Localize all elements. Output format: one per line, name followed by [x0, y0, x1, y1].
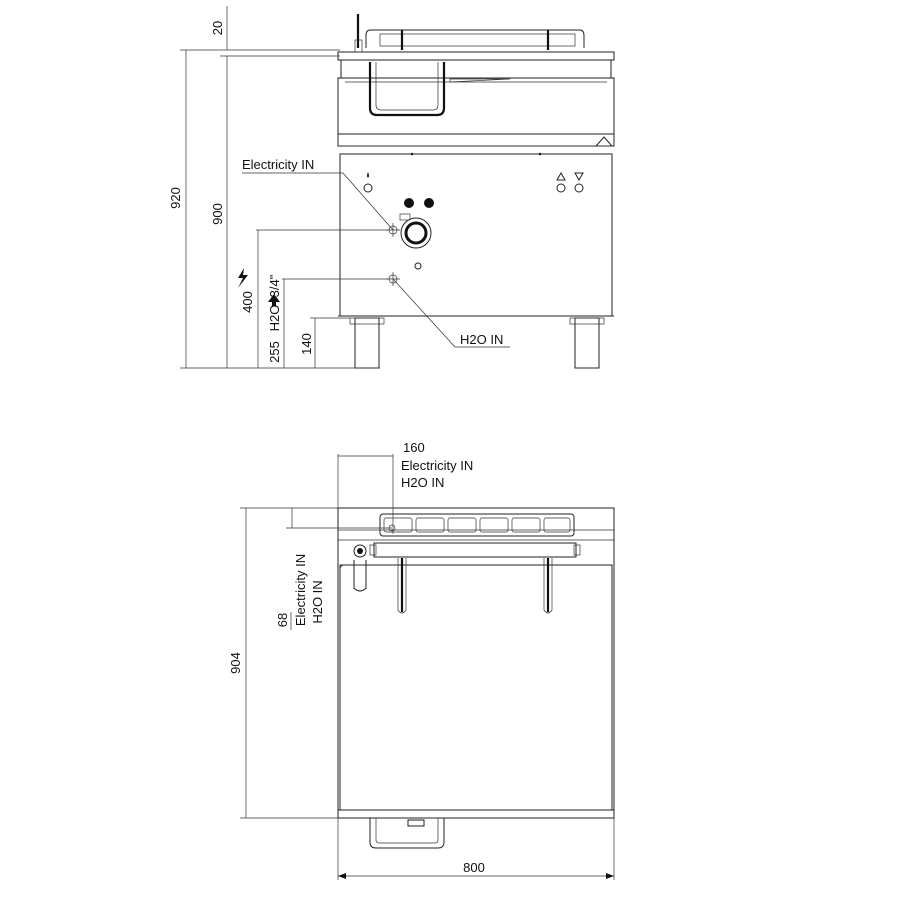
- top-tap: [353, 544, 367, 592]
- front-view: [337, 14, 615, 369]
- arrow-up-icon: [268, 294, 280, 306]
- indicator-up-icon: [556, 171, 566, 193]
- callout-h2o-in: H2O IN: [460, 332, 503, 347]
- front-dimensions: 20 920 900 400 255 H2O 3/4" 140: [168, 6, 388, 369]
- front-lid: [337, 51, 615, 61]
- top-label-electricity-in: Electricity IN: [401, 458, 473, 473]
- dim-width: 800: [463, 860, 485, 875]
- front-tank: [337, 77, 615, 135]
- hinge-bar: [379, 513, 575, 537]
- top-front-handle: [369, 818, 445, 849]
- front-handle: [368, 62, 446, 117]
- dim-total-height: 920: [168, 187, 183, 209]
- rear-bar: [373, 542, 577, 558]
- water-fitting-size: 3/4": [267, 274, 282, 297]
- front-lid-handle-left: [400, 30, 550, 50]
- dim-connection-offset: 160: [403, 440, 425, 455]
- top-dimensions: 160 Electricity IN H2O IN 904 68 Electri…: [228, 440, 615, 880]
- indicator-drop-icon: [363, 172, 373, 193]
- dim-top-gap: 20: [210, 21, 225, 35]
- front-lid-lower: [340, 59, 612, 79]
- side-label-h2o-in: H2O IN: [310, 580, 325, 623]
- callout-electricity-in: Electricity IN: [242, 157, 314, 172]
- lamp-left: [404, 198, 414, 208]
- front-callouts: Electricity IN H2O IN: [242, 157, 510, 348]
- top-label-h2o-in: H2O IN: [401, 475, 444, 490]
- front-band: [337, 133, 615, 147]
- indicator-down-icon: [574, 172, 584, 193]
- top-outline: [337, 507, 615, 819]
- dim-depth: 904: [228, 652, 243, 674]
- control-knob: [399, 213, 432, 249]
- dim-electric-height: 400: [240, 291, 255, 313]
- front-control-panel: [339, 153, 613, 317]
- leg-right: [574, 317, 600, 369]
- dim-body-height: 900: [210, 203, 225, 225]
- front-lid-handle-curve: [365, 29, 585, 48]
- lamp-right: [424, 198, 434, 208]
- lightning-bolt-icon: [238, 268, 248, 288]
- leg-left: [354, 317, 380, 369]
- top-lid: [339, 564, 613, 811]
- dim-leg-height: 140: [299, 333, 314, 355]
- top-view: [337, 507, 615, 849]
- front-lid-bar: [379, 33, 576, 47]
- water-connection-label: H2O: [267, 305, 282, 332]
- side-label-electricity-in: Electricity IN: [293, 554, 308, 626]
- dim-connection-inset: 68: [275, 613, 290, 627]
- dim-water-height: 255: [267, 341, 282, 363]
